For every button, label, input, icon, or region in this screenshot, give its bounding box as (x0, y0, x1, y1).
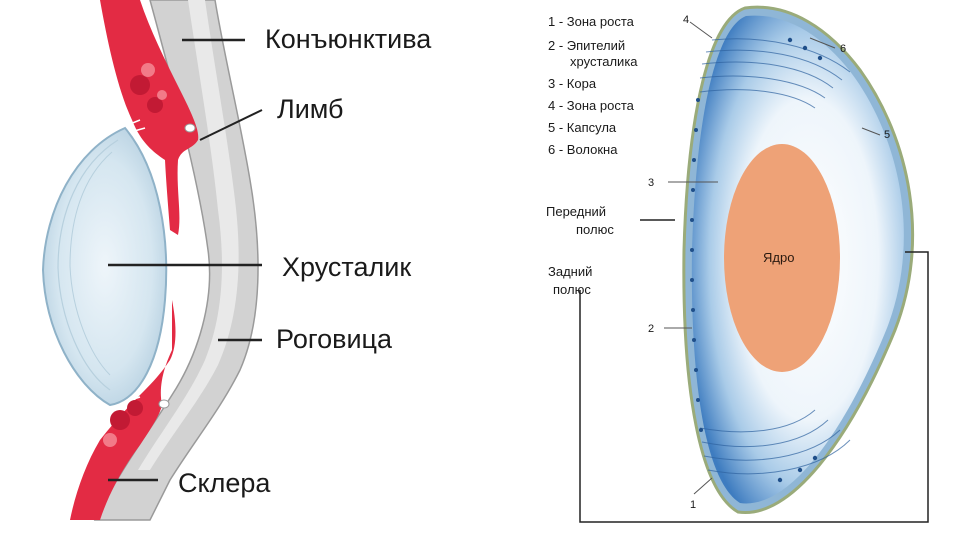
callout-1: 1 (690, 499, 696, 511)
fibers-top (699, 38, 851, 109)
epithelium-dots (690, 37, 823, 483)
legend-6: 6 - Волокна (548, 142, 618, 157)
lens-nucleus (724, 144, 840, 372)
legend-2b: хрусталика (570, 54, 638, 69)
cornea-inner (138, 0, 239, 470)
label-conjunctiva: Конъюнктива (265, 24, 432, 54)
limbus-pointer (199, 109, 263, 141)
legend-3: 3 - Кора (548, 76, 597, 91)
callout-5: 5 (884, 129, 890, 141)
legend-4: 4 - Зона роста (548, 98, 635, 113)
label-limbus: Лимб (277, 94, 344, 124)
callout-3: 3 (648, 177, 654, 189)
legend-2: 2 - Эпителий (548, 38, 625, 53)
legend-5: 5 - Капсула (548, 120, 617, 135)
legend: 1 - Зона роста 2 - Эпителий хрусталика 3… (548, 14, 638, 157)
legend-1: 1 - Зона роста (548, 14, 635, 29)
label-lens: Хрусталик (282, 252, 411, 282)
lens (41, 126, 168, 407)
lens-structure: Ядро 4 6 5 3 2 1 1 - Зона роста 2 - Эпит… (546, 5, 929, 523)
callout-ticks (664, 21, 881, 495)
label-anterior-pole-1: Передний (546, 204, 606, 219)
eye-cross-section: Конъюнктива Лимб Хрусталик Роговица Скле… (41, 0, 432, 521)
label-anterior-pole-2: полюс (576, 222, 614, 237)
callout-6: 6 (840, 43, 846, 55)
ciliary-body-upper (100, 0, 199, 235)
posterior-pole-bracket (579, 251, 929, 523)
callout-4: 4 (683, 14, 689, 26)
fibers-bottom (699, 409, 851, 475)
label-nucleus: Ядро (763, 250, 794, 265)
label-sclera: Склера (178, 468, 271, 498)
ciliary-body-lower (70, 300, 176, 520)
label-posterior-pole-1: Задний (548, 264, 592, 279)
callout-2: 2 (648, 323, 654, 335)
label-cornea: Роговица (276, 324, 393, 354)
label-posterior-pole-2: полюс (553, 282, 591, 297)
